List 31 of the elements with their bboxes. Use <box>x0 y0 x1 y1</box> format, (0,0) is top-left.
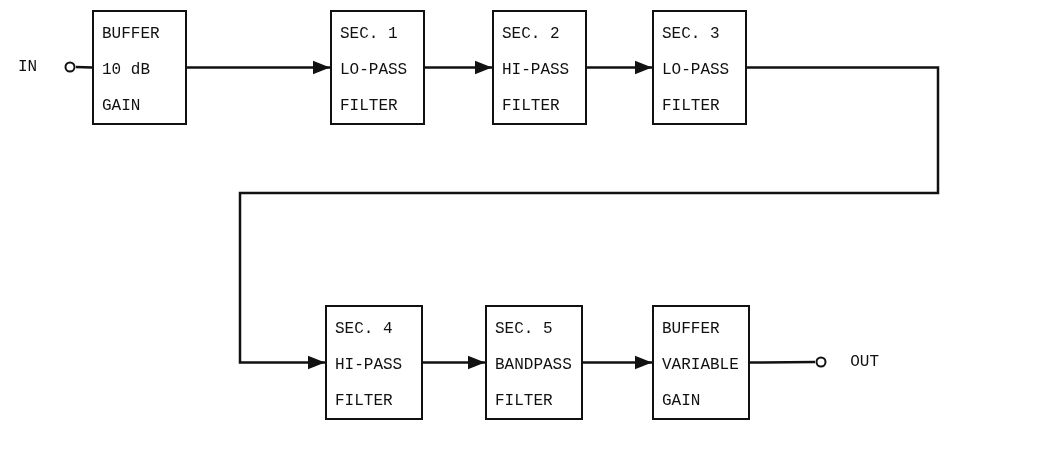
block-title: SEC. 5 <box>495 319 554 340</box>
block-label: LO-PASS FILTER <box>340 60 409 117</box>
block-title: BUFFER <box>662 319 721 340</box>
arrow <box>238 66 940 370</box>
block-title: BUFFER <box>102 24 161 45</box>
connector-line <box>75 65 93 69</box>
block-title: SEC. 2 <box>502 24 561 45</box>
arrow <box>423 355 485 370</box>
arrow <box>187 60 330 75</box>
block-title: SEC. 1 <box>340 24 399 45</box>
block-box <box>652 305 750 420</box>
block-label: VARIABLE GAIN <box>662 355 740 412</box>
block-box <box>330 10 425 125</box>
block-label: HI-PASS FILTER <box>502 60 571 117</box>
connector-line <box>750 360 815 364</box>
arrow <box>425 60 492 75</box>
terminal-label: OUT <box>850 353 879 371</box>
arrow <box>583 355 652 370</box>
block-label: HI-PASS FILTER <box>335 355 404 412</box>
block-title: SEC. 3 <box>662 24 721 45</box>
block-label: LO-PASS FILTER <box>662 60 731 117</box>
terminal-label: IN <box>18 58 38 76</box>
block-box <box>325 305 423 420</box>
block-label: BANDPASS FILTER <box>495 355 573 412</box>
block-box <box>92 10 187 125</box>
block-label: 10 dB GAIN <box>102 60 151 117</box>
block-box <box>652 10 747 125</box>
block-title: SEC. 4 <box>335 319 394 340</box>
block-box <box>485 305 583 420</box>
arrow <box>587 60 652 75</box>
block-box <box>492 10 587 125</box>
